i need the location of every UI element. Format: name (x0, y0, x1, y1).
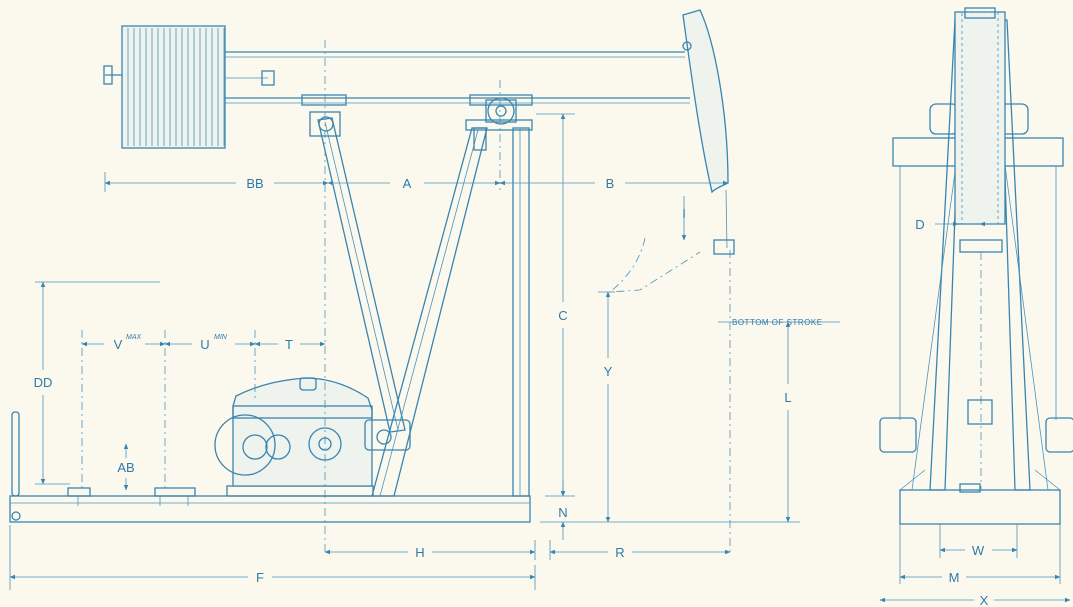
label-f: F (256, 570, 264, 585)
label-bb: BB (246, 176, 263, 191)
label-r: R (615, 545, 624, 560)
horse-head (608, 9, 735, 293)
label-u-min: MIN (214, 334, 228, 341)
label-y: Y (604, 364, 613, 379)
label-c: C (558, 308, 567, 323)
counterweight (103, 25, 275, 149)
gear-reducer (214, 377, 411, 487)
label-x: X (980, 593, 989, 607)
label-m: M (949, 570, 960, 585)
label-a: A (403, 176, 412, 191)
label-n: N (558, 505, 567, 520)
label-d: D (915, 217, 924, 232)
walking-beam (225, 51, 690, 106)
end-view (879, 7, 1073, 525)
engine-mounts (67, 487, 196, 506)
label-v: V (114, 337, 123, 352)
end-dimensions (879, 221, 1071, 603)
samson-post (371, 119, 533, 497)
label-w: W (972, 543, 985, 558)
label-l: L (784, 390, 791, 405)
pitman-arm (309, 111, 406, 433)
side-view (9, 9, 735, 555)
label-bottom-of-stroke: BOTTOM OF STROKE (732, 318, 823, 327)
label-b: B (606, 176, 615, 191)
dimension-labels: BB A B C I DD V MAX U MIN T AB Y L N H R… (34, 176, 989, 607)
side-dimensions (9, 113, 840, 590)
label-i: I (682, 206, 686, 221)
label-v-max: MAX (126, 334, 142, 341)
center-bearing (485, 97, 517, 125)
label-dd: DD (34, 375, 53, 390)
label-u: U (200, 337, 209, 352)
label-t: T (285, 337, 293, 352)
label-ab: AB (117, 460, 134, 475)
label-h: H (415, 545, 424, 560)
